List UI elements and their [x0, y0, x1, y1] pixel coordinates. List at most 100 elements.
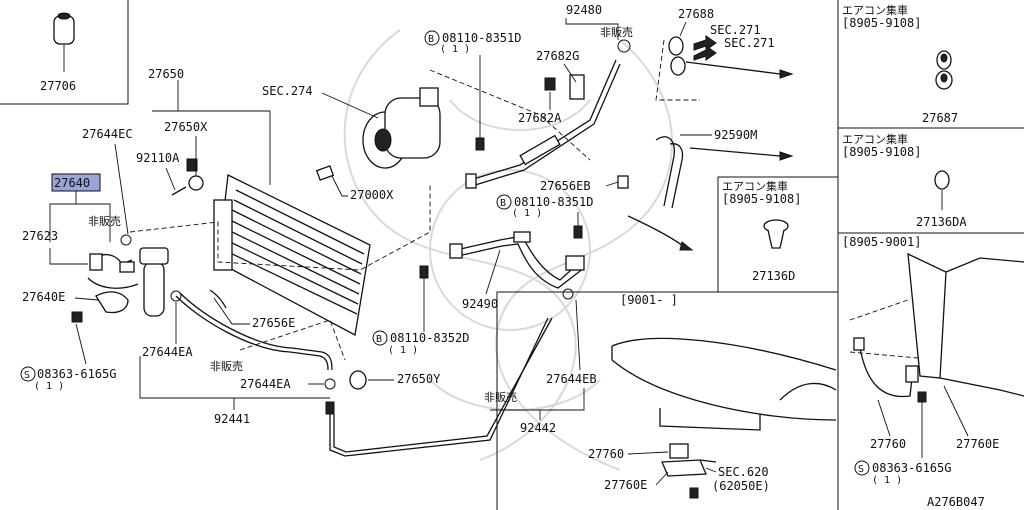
label-27623: 27623: [22, 229, 58, 243]
leader-27760e-a: [655, 471, 669, 486]
label-92480: 92480: [566, 3, 602, 17]
grommet-27687-drawing: [935, 50, 953, 90]
b-symbol-2-text: B: [500, 198, 506, 209]
label-92441: 92441: [214, 412, 250, 426]
label-27644eb: 27644EB: [546, 372, 597, 386]
label-27682g: 27682G: [536, 49, 579, 63]
dashed-outline-a: [129, 185, 431, 271]
bolt-08110-a: [475, 137, 485, 151]
leader-sec274: [321, 92, 379, 119]
label-27650y: 27650Y: [397, 372, 441, 386]
watermark: [343, 29, 674, 471]
leader-92110a: [165, 167, 176, 191]
b-symbol-3: [372, 330, 388, 346]
label-27760e-a: 27760E: [604, 478, 647, 492]
note-not-for-sale-1: 非販売: [88, 215, 121, 228]
bolt-08110-8352d: [419, 265, 429, 279]
label-27644ea-1: 27644EA: [142, 345, 193, 359]
grommet-27136da-drawing: [934, 170, 950, 190]
note-not-for-sale-4: 非販売: [484, 391, 517, 404]
label-27000x: 27000X: [350, 188, 394, 202]
label-92590m: 92590M: [714, 128, 757, 142]
label-27760e-b: 27760E: [956, 437, 999, 451]
label-27687: 27687: [922, 111, 958, 125]
range-d: [8905-9001]: [842, 235, 921, 249]
hose-92590m-drawing: [627, 136, 794, 251]
range-b: [8905-9108]: [842, 145, 921, 159]
range-e: [9001- ]: [620, 293, 678, 307]
condenser-drawing: [171, 158, 371, 336]
note-ac-equipped-3: エアコン集車: [722, 179, 788, 193]
label-27650: 27650: [148, 67, 184, 81]
note-not-for-sale-2: 非販売: [210, 360, 243, 373]
leader-sec620: [705, 467, 717, 473]
label-sec620-sub: (62050E): [712, 479, 770, 493]
leader-27688: [679, 21, 687, 37]
label-92110a: 92110A: [136, 151, 180, 165]
leader-27000x: [331, 175, 348, 197]
leader-92490: [485, 249, 501, 295]
clip-27136d-drawing: [763, 219, 789, 249]
label-27656eb: 27656EB: [540, 179, 591, 193]
label-27682a: 27682A: [518, 111, 562, 125]
leader-27640e: [74, 297, 99, 301]
label-08363-right: 08363-6165G: [872, 461, 951, 475]
b-symbol-3-text: B: [376, 334, 382, 345]
label-27136d: 27136D: [752, 269, 795, 283]
leader-27682g: [563, 63, 577, 83]
part-27650y-drawing: [349, 370, 367, 390]
label-08363-left-qty: ( 1 ): [34, 381, 64, 392]
leader-27760-b: [877, 399, 891, 437]
bolt-27682a: [544, 77, 556, 91]
label-27706: 27706: [40, 79, 76, 93]
bracket-92442: [490, 388, 585, 411]
grommet-27688-drawing: [668, 35, 794, 79]
hose-92490-drawing: [449, 231, 585, 289]
label-08110-8351d-a-qty: ( 1 ): [440, 44, 470, 55]
s-symbol-right: [854, 460, 870, 476]
bracket-92441: [139, 356, 330, 399]
compressor-drawing: [362, 87, 441, 169]
dashed-outline-c: [239, 319, 346, 361]
leader-27656e: [213, 297, 250, 325]
leader-27760-a: [627, 451, 669, 455]
b-symbol-1-text: B: [428, 34, 434, 45]
range-c: [8905-9108]: [722, 192, 801, 206]
label-27644ec: 27644EC: [82, 127, 133, 141]
part-27000x-drawing: [315, 165, 335, 181]
diagram-code: A276B047: [927, 495, 985, 509]
bracket-27640: [49, 203, 111, 242]
label-08110-8352d: 08110-8352D: [390, 331, 469, 345]
b-symbol-1: [424, 30, 440, 46]
leader-27644ec: [114, 143, 129, 235]
label-08110-8351d-a: 08110-8351D: [442, 31, 521, 45]
note-ac-equipped-1: エアコン集車: [842, 3, 908, 17]
label-27760-b: 27760: [870, 437, 906, 451]
label-27688: 27688: [678, 7, 714, 21]
label-sec274: SEC.274: [262, 84, 313, 98]
label-92490: 92490: [462, 297, 498, 311]
leader-27650: [152, 110, 271, 185]
label-sec271-a: SEC.271: [710, 23, 761, 37]
pipe-92441-drawing: [170, 288, 574, 457]
label-sec620: SEC.620: [718, 465, 769, 479]
leader-27644eb: [575, 299, 581, 371]
range-a: [8905-9108]: [842, 16, 921, 30]
label-08363-left: 08363-6165G: [37, 367, 116, 381]
b-symbol-2: [496, 194, 512, 210]
note-ac-equipped-2: エアコン集車: [842, 132, 908, 146]
label-08110-8351d-b: 08110-8351D: [514, 195, 593, 209]
s-symbol-right-text: S: [858, 464, 864, 475]
leader-08363-left: [75, 323, 87, 365]
label-27640[interactable]: 27640: [54, 176, 90, 190]
clip-27656eb: [617, 175, 629, 189]
label-27650x: 27650X: [164, 120, 208, 134]
part-27706-drawing: [53, 12, 75, 72]
label-27644ea-2: 27644EA: [240, 377, 291, 391]
sensor-27760-drawing: [661, 443, 717, 499]
label-27640e: 27640E: [22, 290, 65, 304]
bolt-08110-b: [573, 225, 583, 239]
label-27656e: 27656E: [252, 316, 295, 330]
